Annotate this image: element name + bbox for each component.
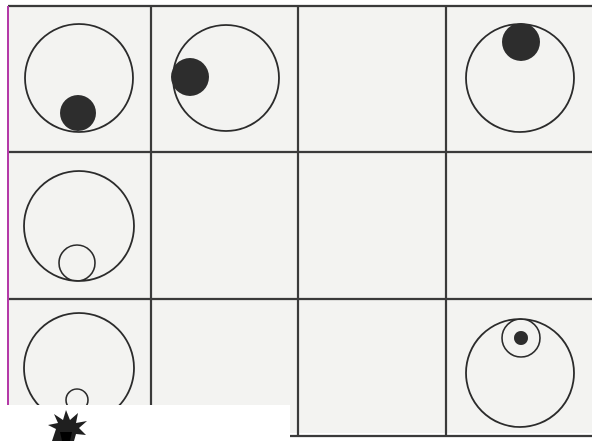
filled-dot [171, 58, 209, 96]
filled-dot [514, 331, 528, 345]
cell-backgrounds [8, 6, 592, 433]
filled-dot [60, 95, 96, 131]
filled-dot [502, 23, 540, 61]
corner-cutout [0, 405, 290, 441]
